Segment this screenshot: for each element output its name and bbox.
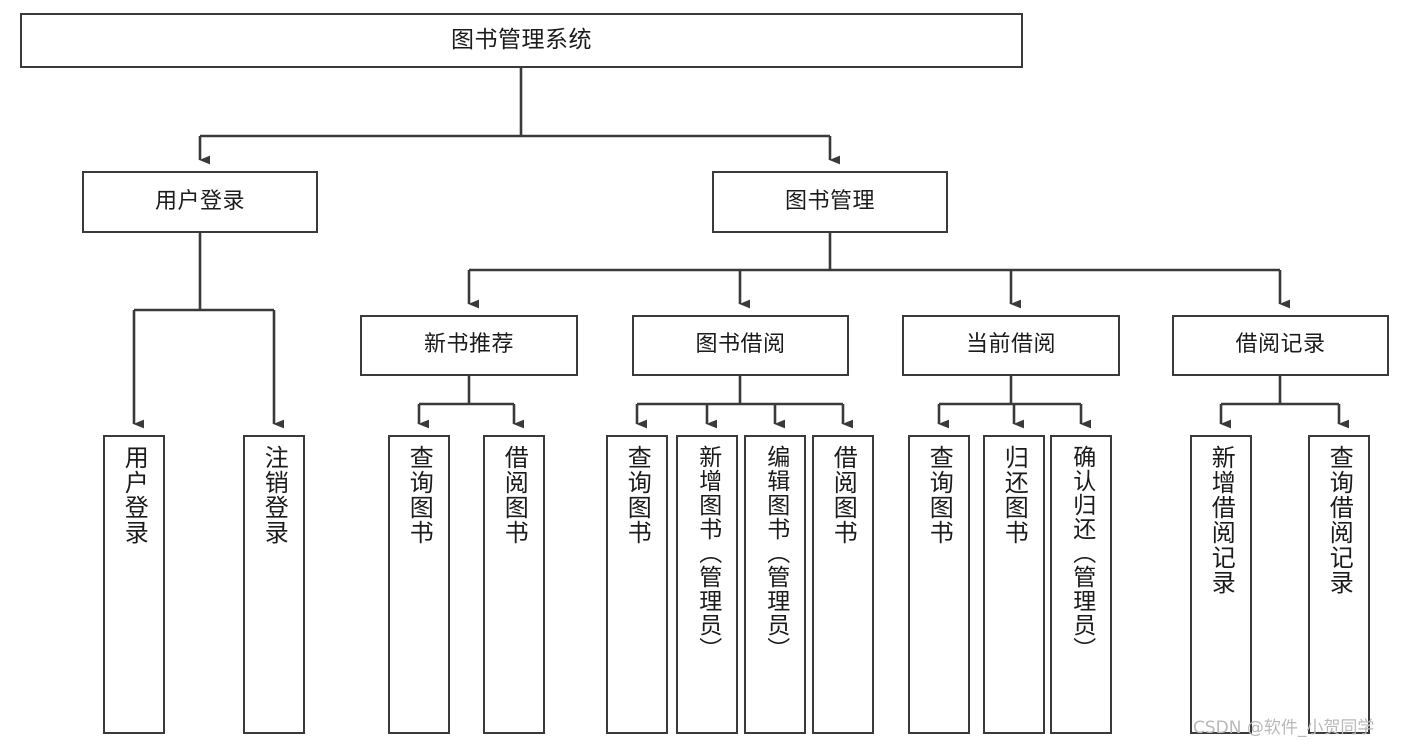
leaf-add-book-admin[interactable]: 新增图书（管理员） [676,435,738,734]
leaf-query-book-bb[interactable]: 查询图书 [606,435,668,734]
node-user-login[interactable]: 用户登录 [82,171,318,233]
leaf-query-book-bb-label: 查询图书 [623,445,652,545]
leaf-edit-book-admin-label: 编辑图书（管理员） [762,445,789,661]
leaf-confirm-return-admin-label: 确认归还（管理员） [1068,445,1095,661]
leaf-return-book-label: 归还图书 [1000,445,1029,545]
leaf-query-book-nbr[interactable]: 查询图书 [388,435,450,734]
node-book-management-label: 图书管理 [784,188,875,214]
leaf-query-borrow-record[interactable]: 查询借阅记录 [1308,435,1370,734]
node-user-login-label: 用户登录 [154,188,245,214]
leaf-user-login[interactable]: 用户登录 [103,435,165,734]
leaf-user-login-label: 用户登录 [120,445,149,545]
leaf-query-book-cb-label: 查询图书 [925,445,954,545]
node-current-borrow[interactable]: 当前借阅 [902,315,1120,376]
leaf-borrow-book-nbr-label: 借阅图书 [500,445,529,545]
node-new-book-recommend-label: 新书推荐 [423,332,514,358]
node-book-borrow[interactable]: 图书借阅 [632,315,849,376]
leaf-add-borrow-record-label: 新增借阅记录 [1207,445,1236,595]
node-book-management[interactable]: 图书管理 [712,171,948,233]
watermark-text: CSDN @软件_小贺同学 [1193,718,1375,738]
leaf-query-book-cb[interactable]: 查询图书 [908,435,970,734]
node-root-label: 图书管理系统 [451,26,592,53]
node-book-borrow-label: 图书借阅 [695,332,786,358]
leaf-add-book-admin-label: 新增图书（管理员） [694,445,721,661]
node-borrow-record-label: 借阅记录 [1235,332,1326,358]
node-current-borrow-label: 当前借阅 [965,332,1056,358]
leaf-add-borrow-record[interactable]: 新增借阅记录 [1190,435,1252,734]
node-new-book-recommend[interactable]: 新书推荐 [360,315,578,376]
leaf-borrow-book-bb[interactable]: 借阅图书 [812,435,874,734]
leaf-logout-label: 注销登录 [260,445,289,545]
node-root[interactable]: 图书管理系统 [20,13,1023,68]
leaf-edit-book-admin[interactable]: 编辑图书（管理员） [744,435,806,734]
leaf-return-book[interactable]: 归还图书 [983,435,1045,734]
leaf-confirm-return-admin[interactable]: 确认归还（管理员） [1050,435,1112,734]
node-borrow-record[interactable]: 借阅记录 [1172,315,1389,376]
leaf-query-borrow-record-label: 查询借阅记录 [1325,445,1354,595]
leaf-borrow-book-nbr[interactable]: 借阅图书 [483,435,545,734]
leaf-query-book-nbr-label: 查询图书 [405,445,434,545]
leaf-logout[interactable]: 注销登录 [243,435,305,734]
leaf-borrow-book-bb-label: 借阅图书 [829,445,858,545]
